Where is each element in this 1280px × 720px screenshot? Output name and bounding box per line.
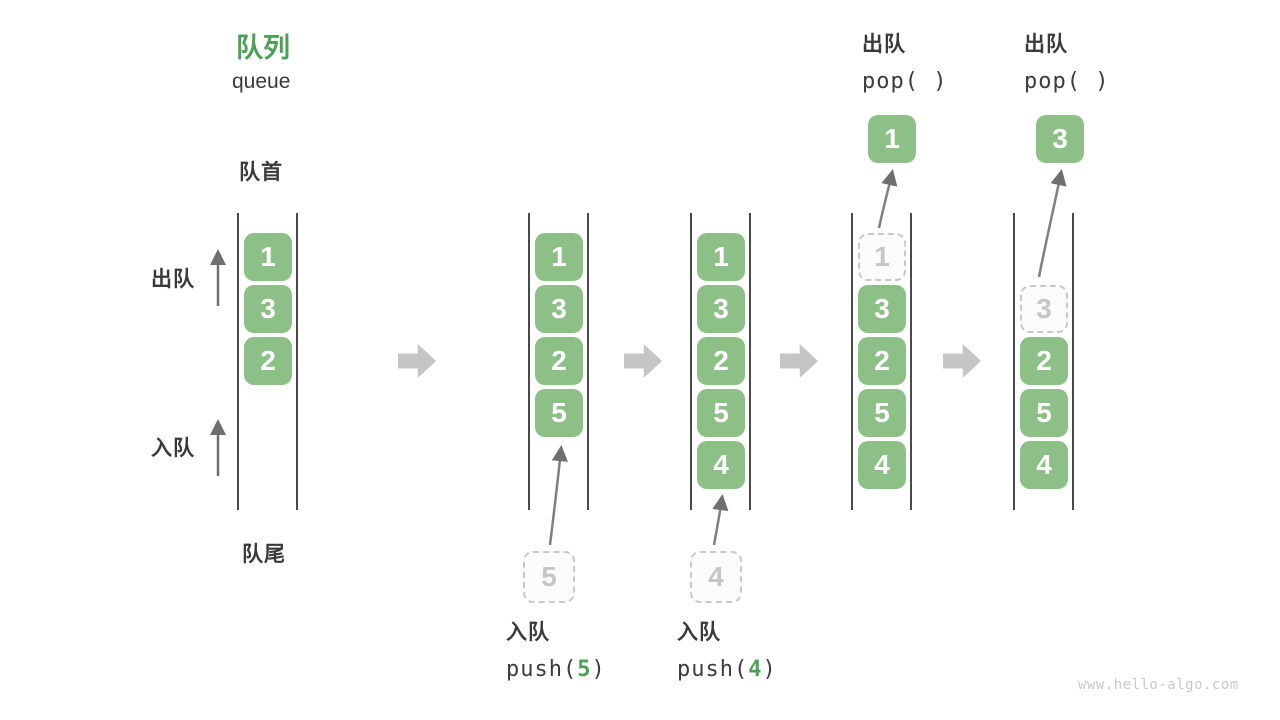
queue5-popped-cell: 3 — [1036, 115, 1084, 163]
queue3-cell: 4 — [697, 441, 745, 489]
pop-operation-2: 出队 pop( ) — [1024, 28, 1109, 94]
pop-label-zh: 出队 — [862, 33, 906, 56]
queue2-cell: 1 — [535, 233, 583, 281]
enqueue-direction-label: 入队 — [151, 437, 195, 460]
dequeue-direction-label: 出队 — [151, 268, 195, 291]
queue4-cell: 5 — [858, 389, 906, 437]
push-label-zh: 入队 — [677, 621, 721, 644]
queue3-cell: 1 — [697, 233, 745, 281]
step-arrow-icon — [943, 344, 981, 378]
queue2-cell: 2 — [535, 337, 583, 385]
watermark: www.hello-algo.com — [1078, 677, 1239, 693]
push-code: push(5) — [506, 657, 606, 682]
pop-code: pop( ) — [862, 69, 948, 94]
queue4-cell: 2 — [858, 337, 906, 385]
push-code-prefix: push( — [677, 657, 749, 682]
queue3-cell: 3 — [697, 285, 745, 333]
pop3-flow-arrow-icon — [1037, 169, 1067, 278]
push5-flow-arrow-icon — [548, 444, 568, 546]
queue3-cell: 5 — [697, 389, 745, 437]
queue2-cell: 5 — [535, 389, 583, 437]
queue3-incoming-cell: 4 — [690, 551, 742, 603]
queue-front-label: 队首 — [239, 161, 283, 184]
push-code-suffix: ) — [762, 657, 777, 682]
pop1-flow-arrow-icon — [877, 169, 898, 229]
queue5-right-wall — [1072, 213, 1074, 510]
queue1-cell: 2 — [244, 337, 292, 385]
push-operation-2: 入队 push(4) — [677, 616, 777, 682]
pop-label-zh: 出队 — [1024, 33, 1068, 56]
queue1-cell: 1 — [244, 233, 292, 281]
push-code-arg: 5 — [577, 657, 592, 682]
push4-flow-arrow-icon — [712, 493, 729, 546]
push-operation-1: 入队 push(5) — [506, 616, 606, 682]
queue-rear-label: 队尾 — [242, 543, 286, 566]
queue4-left-wall — [851, 213, 853, 510]
queue4-cell: 4 — [858, 441, 906, 489]
queue1-cell: 3 — [244, 285, 292, 333]
queue3-left-wall — [690, 213, 692, 510]
queue5-removed-cell: 3 — [1020, 285, 1068, 333]
queue2-right-wall — [587, 213, 589, 510]
queue4-removed-cell: 1 — [858, 233, 906, 281]
queue3-right-wall — [749, 213, 751, 510]
queue2-cell: 3 — [535, 285, 583, 333]
queue4-right-wall — [910, 213, 912, 510]
queue1-right-wall — [296, 213, 298, 510]
queue2-incoming-cell: 5 — [523, 551, 575, 603]
queue5-cell: 5 — [1020, 389, 1068, 437]
step-arrow-icon — [624, 344, 662, 378]
pop-operation-1: 出队 pop( ) — [862, 28, 947, 94]
push-label-zh: 入队 — [506, 621, 550, 644]
page-title: 队列 — [236, 33, 290, 63]
queue5-left-wall — [1013, 213, 1015, 510]
queue5-cell: 4 — [1020, 441, 1068, 489]
push-code: push(4) — [677, 657, 777, 682]
page-subtitle: queue — [232, 70, 291, 93]
step-arrow-icon — [398, 344, 436, 378]
queue2-left-wall — [528, 213, 530, 510]
queue5-cell: 2 — [1020, 337, 1068, 385]
push-code-suffix: ) — [591, 657, 606, 682]
queue3-cell: 2 — [697, 337, 745, 385]
push-code-prefix: push( — [506, 657, 578, 682]
queue4-cell: 3 — [858, 285, 906, 333]
queue4-popped-cell: 1 — [868, 115, 916, 163]
queue1-left-wall — [237, 213, 239, 510]
step-arrow-icon — [780, 344, 818, 378]
push-code-arg: 4 — [748, 657, 763, 682]
pop-code: pop( ) — [1024, 69, 1110, 94]
